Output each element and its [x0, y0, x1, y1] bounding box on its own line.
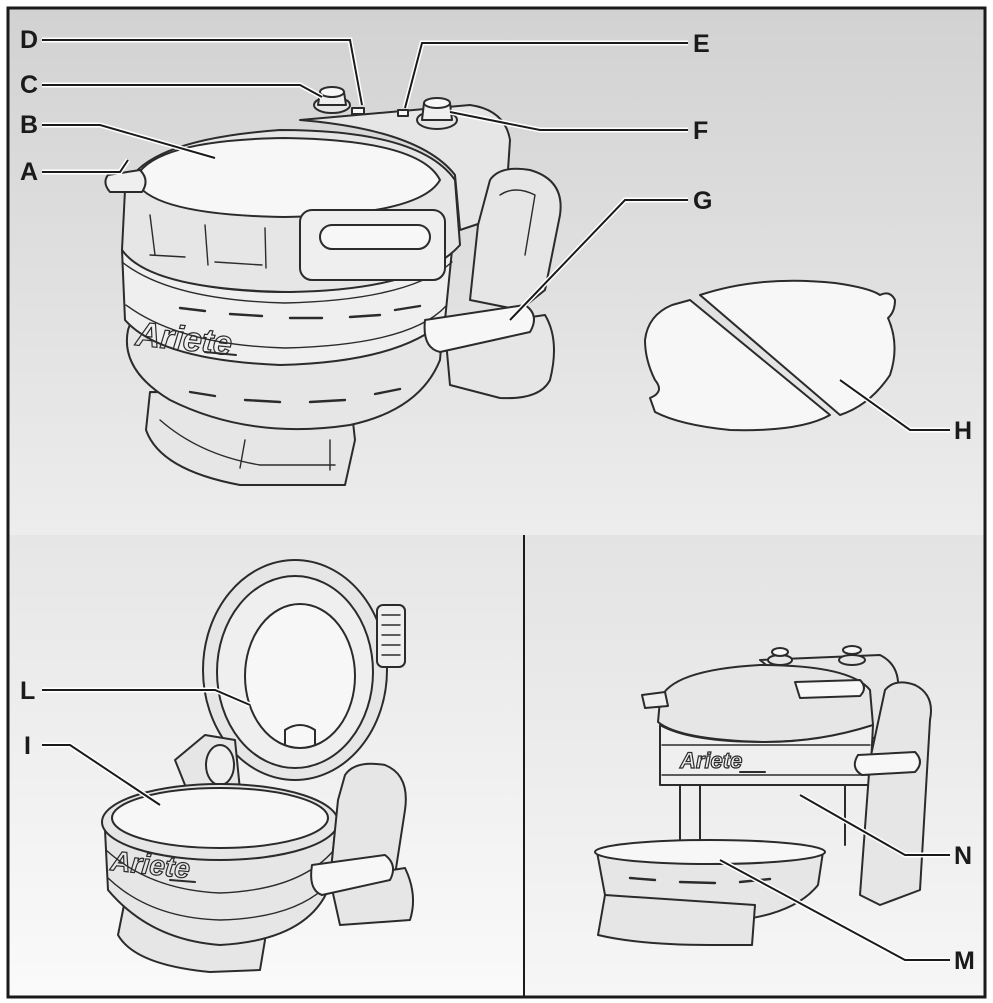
callout-b: B [20, 111, 38, 139]
upper-plate-l [244, 603, 356, 749]
hinge-pin-left [104, 169, 147, 193]
baking-paper-discs [644, 279, 896, 432]
ring-band [121, 261, 453, 349]
callout-a: A [20, 158, 38, 186]
callout-g: G [693, 187, 712, 215]
indicator-light-d [351, 107, 365, 115]
knob-right [416, 97, 458, 130]
br-ring-lines [661, 744, 871, 776]
callout-h: H [954, 417, 972, 445]
br-pin [641, 691, 669, 709]
br-lid [657, 664, 874, 743]
callout-d: D [20, 26, 38, 54]
lower-plate-m [594, 839, 826, 865]
callout-i: I [24, 732, 31, 760]
open-lower-body [104, 829, 336, 946]
disc-half-lower [644, 299, 831, 432]
br-knob-left [767, 647, 793, 666]
appliance-open: Ariete [101, 559, 415, 973]
appliance-closed: Ariete [104, 86, 562, 486]
lid-ribs [149, 214, 267, 269]
leader-lines [42, 37, 950, 963]
callout-e: E [693, 30, 710, 58]
side-arm [469, 167, 562, 311]
callout-m: M [954, 947, 975, 975]
base-stand-inner [159, 419, 336, 471]
br-middle-ring [659, 724, 874, 786]
open-ring-bands [105, 849, 335, 921]
br-posts [679, 784, 846, 846]
lid-ratchet [376, 604, 406, 668]
brand-underline-left [169, 879, 196, 883]
side-arm-inner [499, 189, 536, 256]
knob-left [313, 86, 351, 114]
brand-logo-right: Ariete [679, 748, 742, 773]
vent-slots-top [178, 304, 422, 404]
rear-housing [299, 104, 511, 231]
appliance-lifted: Ariete [594, 645, 932, 946]
br-lid-handle [794, 679, 865, 699]
lid-handle [319, 224, 431, 250]
lower-plate-surface [111, 787, 329, 849]
rotation-handle [423, 304, 535, 353]
callout-n: N [954, 842, 972, 870]
callout-labels: D C B A E F G H L I N M [20, 26, 975, 975]
ratchet-teeth [381, 614, 401, 656]
br-knob-right [838, 645, 866, 666]
br-base-stand [597, 894, 756, 946]
br-side-arm [859, 681, 932, 906]
plate-tab [284, 724, 316, 746]
hinge-knuckle [205, 744, 235, 786]
indicator-light-e [397, 109, 409, 117]
callout-f: F [693, 117, 708, 145]
callout-c: C [20, 71, 38, 99]
brand-underline-top [204, 351, 237, 356]
br-rotation-handle [853, 751, 921, 776]
open-rotation-handle [310, 854, 395, 896]
callout-l: L [20, 677, 35, 705]
frame-border [6, 6, 987, 999]
